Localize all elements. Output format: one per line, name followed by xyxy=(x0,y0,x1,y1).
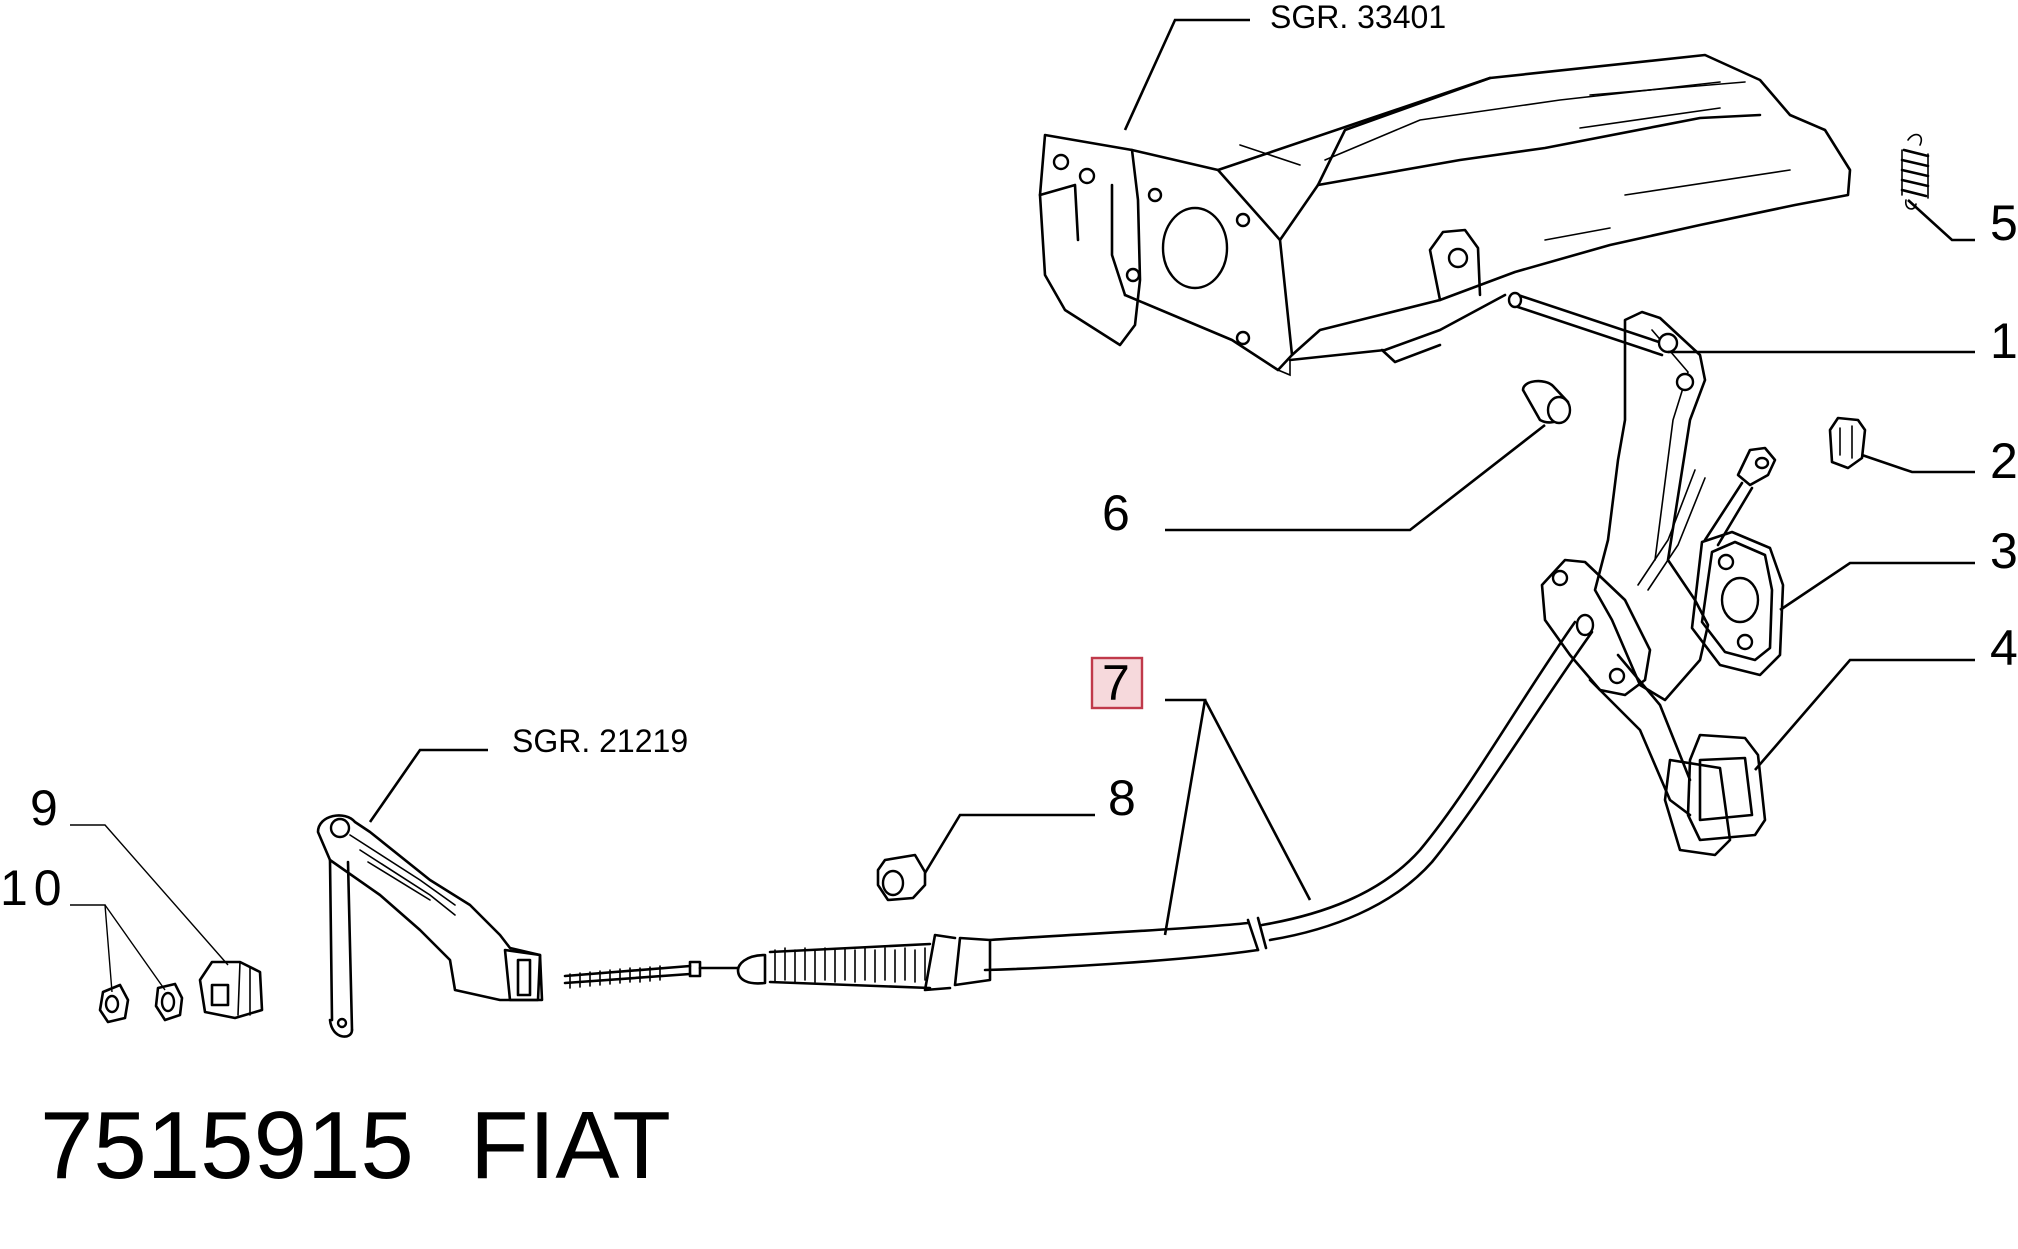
pushrod-end xyxy=(1703,446,1777,547)
fork-clip xyxy=(198,960,264,1020)
cable-nut xyxy=(876,853,927,902)
callout-label-7: 7 xyxy=(1102,655,1130,711)
callout-label-10: 10 xyxy=(0,860,68,916)
return-spring xyxy=(1900,133,1930,210)
callout-label-6: 6 xyxy=(1102,485,1130,541)
pedal-bracket xyxy=(1038,53,1852,377)
callout-label-5: 5 xyxy=(1990,195,2018,251)
callout-label-4: 4 xyxy=(1990,620,2018,676)
callout-7-highlight xyxy=(1090,656,1144,710)
callout-label-2: 2 xyxy=(1990,433,2018,489)
part-number: 7515915 xyxy=(40,1092,414,1199)
callout-label-8: 8 xyxy=(1108,770,1136,826)
pedal-pad xyxy=(1663,733,1767,857)
gasket xyxy=(1637,469,1785,677)
nut-b xyxy=(154,982,184,1022)
brand-name: FIAT xyxy=(470,1092,671,1199)
clutch-cable xyxy=(563,558,1652,992)
leader-lines xyxy=(70,18,1975,993)
callout-label-1: 1 xyxy=(1990,313,2018,369)
bush xyxy=(1521,379,1572,425)
clutch-pedal xyxy=(1588,310,1710,817)
release-lever xyxy=(316,814,544,1038)
pivot-pin xyxy=(1507,291,1670,357)
callout-label-3: 3 xyxy=(1990,523,2018,579)
ref-left: SGR. 21219 xyxy=(512,723,688,759)
clip xyxy=(1828,416,1867,470)
nut-a xyxy=(98,983,130,1024)
callout-label-9: 9 xyxy=(30,780,58,836)
ref-upper: SGR. 33401 xyxy=(1270,0,1446,35)
